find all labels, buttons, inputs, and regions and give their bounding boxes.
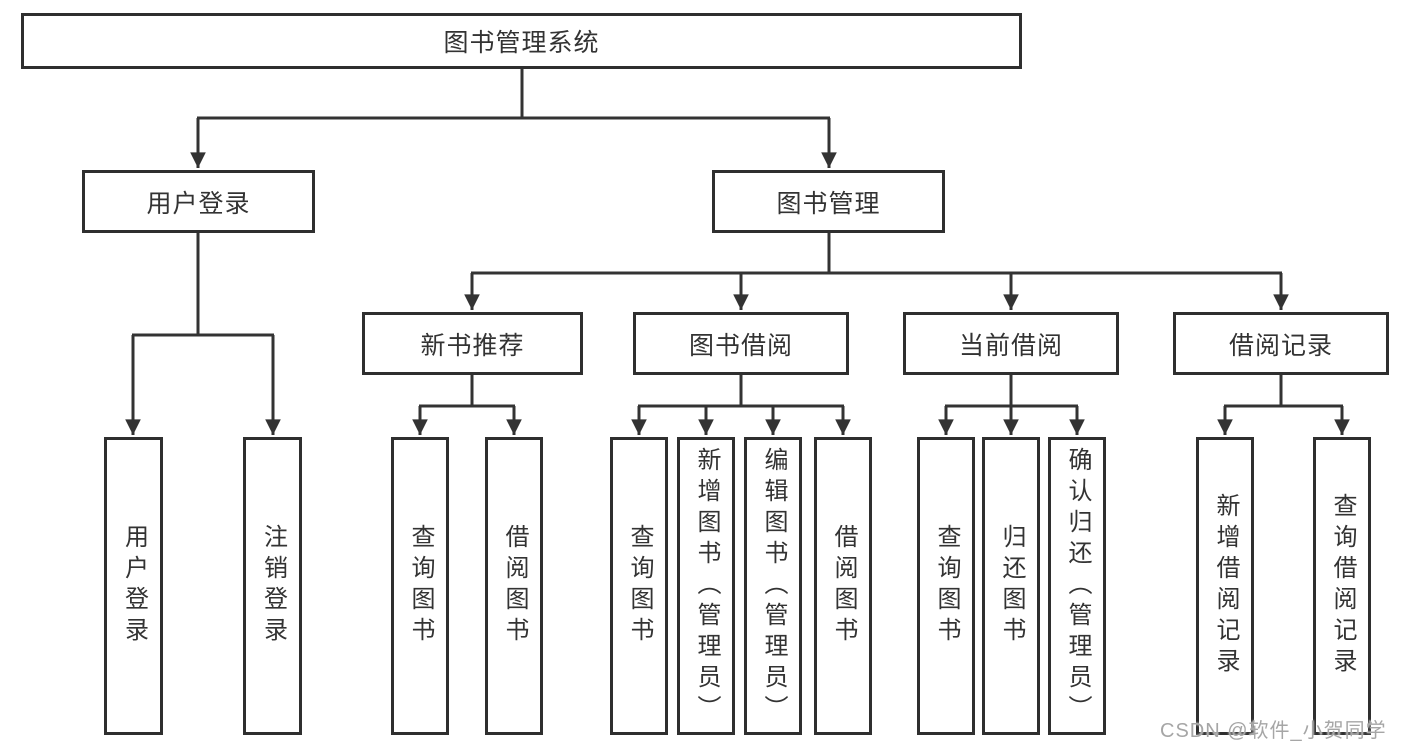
leaf-edit-books-admin-label: 编辑图书（管理员）: [760, 446, 787, 726]
csdn-watermark: CSDN @软件_小贺同学: [1160, 720, 1387, 742]
node-current-borrowing: 当前借阅: [903, 312, 1119, 375]
leaf-add-books-admin: 新增图书（管理员）: [677, 437, 735, 735]
leaf-borrow-books-recommend: 借阅图书: [485, 437, 543, 735]
leaf-query-books-borrowing: 查询图书: [610, 437, 668, 735]
leaf-edit-books-admin: 编辑图书（管理员）: [744, 437, 802, 735]
node-system-root-label: 图书管理系统: [443, 29, 600, 57]
leaf-query-books-borrowing-label: 查询图书: [626, 524, 653, 648]
leaf-query-books-current-label: 查询图书: [933, 524, 960, 648]
node-book-management: 图书管理: [712, 170, 945, 233]
leaf-add-borrow-record-label: 新增借阅记录: [1212, 493, 1239, 679]
leaf-logout: 注销登录: [243, 437, 302, 735]
leaf-borrow-books: 借阅图书: [814, 437, 872, 735]
leaf-logout-label: 注销登录: [259, 524, 287, 648]
leaf-query-books-recommend: 查询图书: [391, 437, 449, 735]
leaf-user-login: 用户登录: [104, 437, 163, 735]
node-book-borrowing: 图书借阅: [633, 312, 849, 375]
node-book-management-label: 图书管理: [776, 189, 881, 218]
leaf-return-books-label: 归还图书: [998, 524, 1025, 648]
node-borrow-records-label: 借阅记录: [1228, 331, 1333, 360]
leaf-add-books-admin-label: 新增图书（管理员）: [693, 446, 720, 726]
node-system-root: 图书管理系统: [21, 13, 1022, 69]
node-new-book-recommend-label: 新书推荐: [420, 331, 525, 360]
leaf-query-books-current: 查询图书: [917, 437, 975, 735]
node-user-login-label: 用户登录: [146, 189, 251, 218]
leaf-return-books: 归还图书: [982, 437, 1040, 735]
leaf-user-login-label: 用户登录: [120, 524, 148, 648]
leaf-borrow-books-recommend-label: 借阅图书: [501, 524, 528, 648]
node-current-borrowing-label: 当前借阅: [958, 331, 1063, 360]
leaf-confirm-return-admin-label: 确认归还（管理员）: [1064, 446, 1091, 726]
leaf-query-borrow-record: 查询借阅记录: [1313, 437, 1371, 735]
leaf-add-borrow-record: 新增借阅记录: [1196, 437, 1254, 735]
leaf-borrow-books-label: 借阅图书: [830, 524, 857, 648]
node-borrow-records: 借阅记录: [1173, 312, 1389, 375]
leaf-query-borrow-record-label: 查询借阅记录: [1329, 493, 1356, 679]
leaf-confirm-return-admin: 确认归还（管理员）: [1048, 437, 1106, 735]
leaf-query-books-recommend-label: 查询图书: [407, 524, 434, 648]
node-book-borrowing-label: 图书借阅: [688, 331, 793, 360]
node-user-login: 用户登录: [82, 170, 315, 233]
node-new-book-recommend: 新书推荐: [362, 312, 583, 375]
